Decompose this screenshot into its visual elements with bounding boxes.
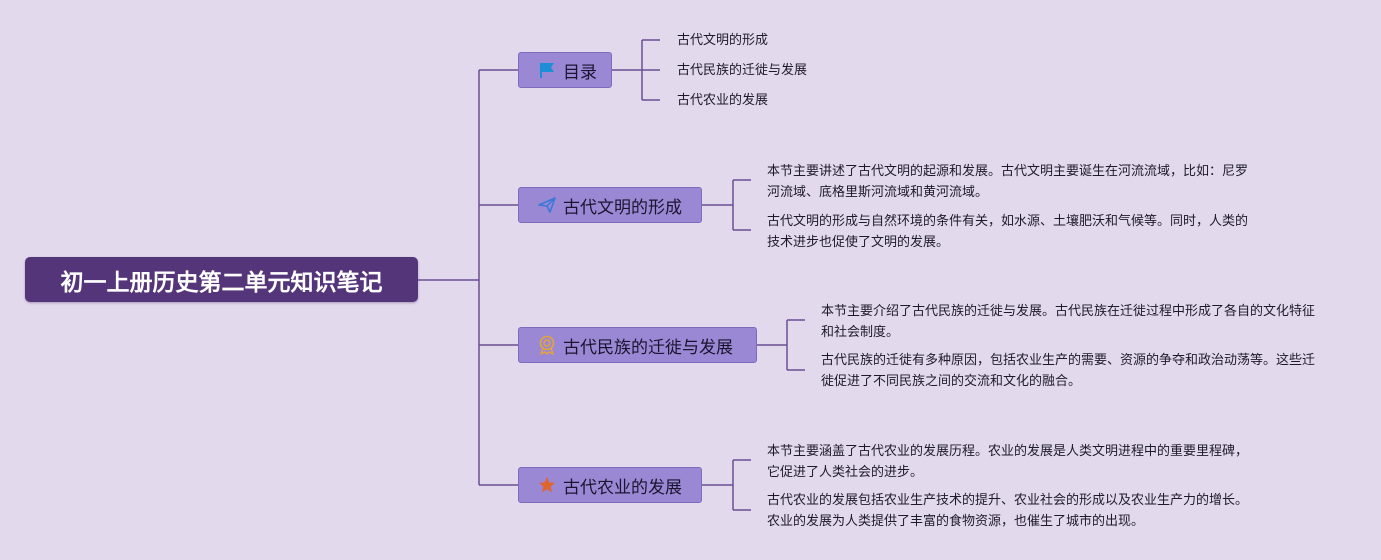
toc-item-label: 古代文明的形成 [677,33,769,48]
note-text: 本节主要介绍了古代民族的迁徙与发展。古代民族在迁徙过程中形成了各自的文化特征和社… [821,301,1315,343]
star-icon [537,475,557,495]
note-text-content: 古代民族的迁徙有多种原因，包括农业生产的需要、资源的争夺和政治动荡等。这些迁徙促… [821,353,1316,389]
note-text: 本节主要涵盖了古代农业的发展历程。农业的发展是人类文明进程中的重要里程碑，它促进… [767,441,1259,483]
note-text-content: 本节主要讲述了古代文明的起源和发展。古代文明主要诞生在河流流域，比如：尼罗河流域… [767,164,1249,200]
toc-item[interactable]: 古代民族的迁徙与发展 [677,61,807,81]
root-node[interactable]: 初一上册历史第二单元知识笔记 [25,257,418,302]
note-text-content: 本节主要介绍了古代民族的迁徙与发展。古代民族在迁徙过程中形成了各自的文化特征和社… [821,304,1316,340]
note-text-content: 本节主要涵盖了古代农业的发展历程。农业的发展是人类文明进程中的重要里程碑，它促进… [767,444,1249,480]
branch-label: 古代文明的形成 [563,197,682,218]
branch-node-civilization[interactable]: 古代文明的形成 [518,187,702,223]
note-text-content: 古代农业的发展包括农业生产技术的提升、农业社会的形成以及农业生产力的增长。农业的… [767,493,1249,529]
branch-label: 古代民族的迁徙与发展 [563,337,733,358]
toc-item-label: 古代民族的迁徙与发展 [677,63,808,78]
branch-label: 古代农业的发展 [563,477,682,498]
paper-plane-icon [537,195,557,215]
toc-item[interactable]: 古代文明的形成 [677,31,768,51]
note-text: 古代民族的迁徙有多种原因，包括农业生产的需要、资源的争夺和政治动荡等。这些迁徙促… [821,350,1315,392]
note-text: 古代农业的发展包括农业生产技术的提升、农业社会的形成以及农业生产力的增长。农业的… [767,490,1259,532]
note-text: 本节主要讲述了古代文明的起源和发展。古代文明主要诞生在河流流域，比如：尼罗河流域… [767,161,1259,203]
note-text-content: 古代文明的形成与自然环境的条件有关，如水源、土壤肥沃和气候等。同时，人类的技术进… [767,214,1249,250]
root-title: 初一上册历史第二单元知识笔记 [60,269,383,296]
branch-label: 目录 [563,62,597,83]
branch-node-agriculture[interactable]: 古代农业的发展 [518,467,702,503]
flag-icon [537,60,557,80]
award-medal-icon [537,335,557,355]
toc-item[interactable]: 古代农业的发展 [677,91,768,111]
note-text: 古代文明的形成与自然环境的条件有关，如水源、土壤肥沃和气候等。同时，人类的技术进… [767,211,1259,253]
branch-node-contents[interactable]: 目录 [518,52,612,88]
toc-item-label: 古代农业的发展 [677,93,769,108]
branch-node-migration[interactable]: 古代民族的迁徙与发展 [518,327,757,363]
